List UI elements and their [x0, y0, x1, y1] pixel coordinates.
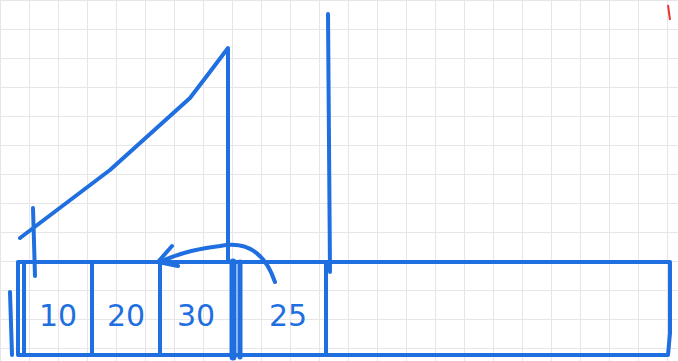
cell-value: 25 [269, 301, 307, 331]
cell-border [324, 262, 328, 355]
red-mark [668, 5, 670, 20]
array-outline [18, 262, 670, 355]
slope-line [20, 48, 228, 262]
tick [33, 208, 35, 276]
cell-border [22, 262, 26, 355]
cell-border [158, 262, 162, 355]
arrow-head [158, 246, 178, 266]
cell-value: 30 [177, 301, 215, 331]
cell-border [10, 292, 12, 355]
cell-border [90, 262, 94, 355]
divider [230, 262, 237, 357]
cell-value: 20 [107, 301, 145, 331]
divider [238, 262, 243, 357]
vertical-line [328, 14, 330, 272]
cell-value: 10 [39, 301, 77, 331]
move-arrow [160, 245, 275, 282]
